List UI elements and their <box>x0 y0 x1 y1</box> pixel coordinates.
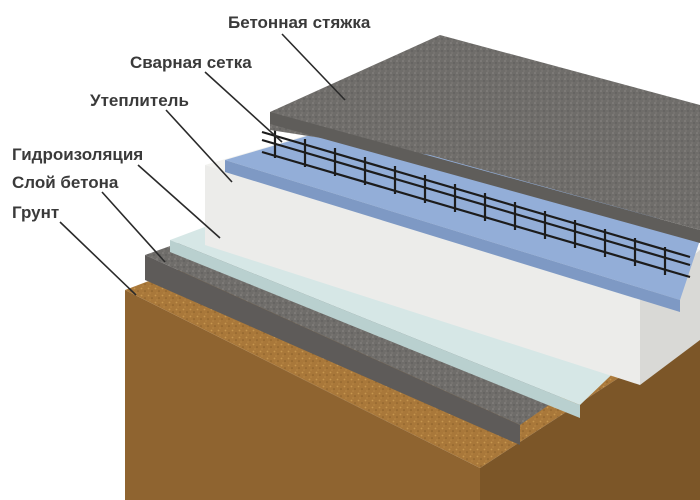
label-screed: Бетонная стяжка <box>228 13 371 32</box>
label-insulation: Утеплитель <box>90 91 189 110</box>
label-concrete: Слой бетона <box>12 173 119 192</box>
waterproofing-layer-side <box>170 240 580 418</box>
soil-layer-side <box>125 290 480 500</box>
leader-screed <box>281 33 346 101</box>
leader-mesh <box>204 71 283 143</box>
welded-mesh <box>261 130 691 279</box>
leader-waterproofing <box>137 164 221 239</box>
leader-insulation <box>165 109 233 183</box>
screed-layer-top <box>270 35 700 230</box>
concrete-layer-side <box>145 255 520 445</box>
insulation-layer-side <box>205 165 640 385</box>
leader-lines <box>59 33 346 296</box>
label-soil: Грунт <box>12 203 59 222</box>
screed-layer-side <box>270 112 700 243</box>
leader-concrete <box>101 191 166 263</box>
membrane-strip <box>225 100 700 300</box>
label-mesh: Сварная сетка <box>130 53 252 72</box>
membrane-strip-edge <box>225 160 680 312</box>
label-waterproofing: Гидроизоляция <box>12 145 143 164</box>
leader-soil <box>59 221 137 296</box>
